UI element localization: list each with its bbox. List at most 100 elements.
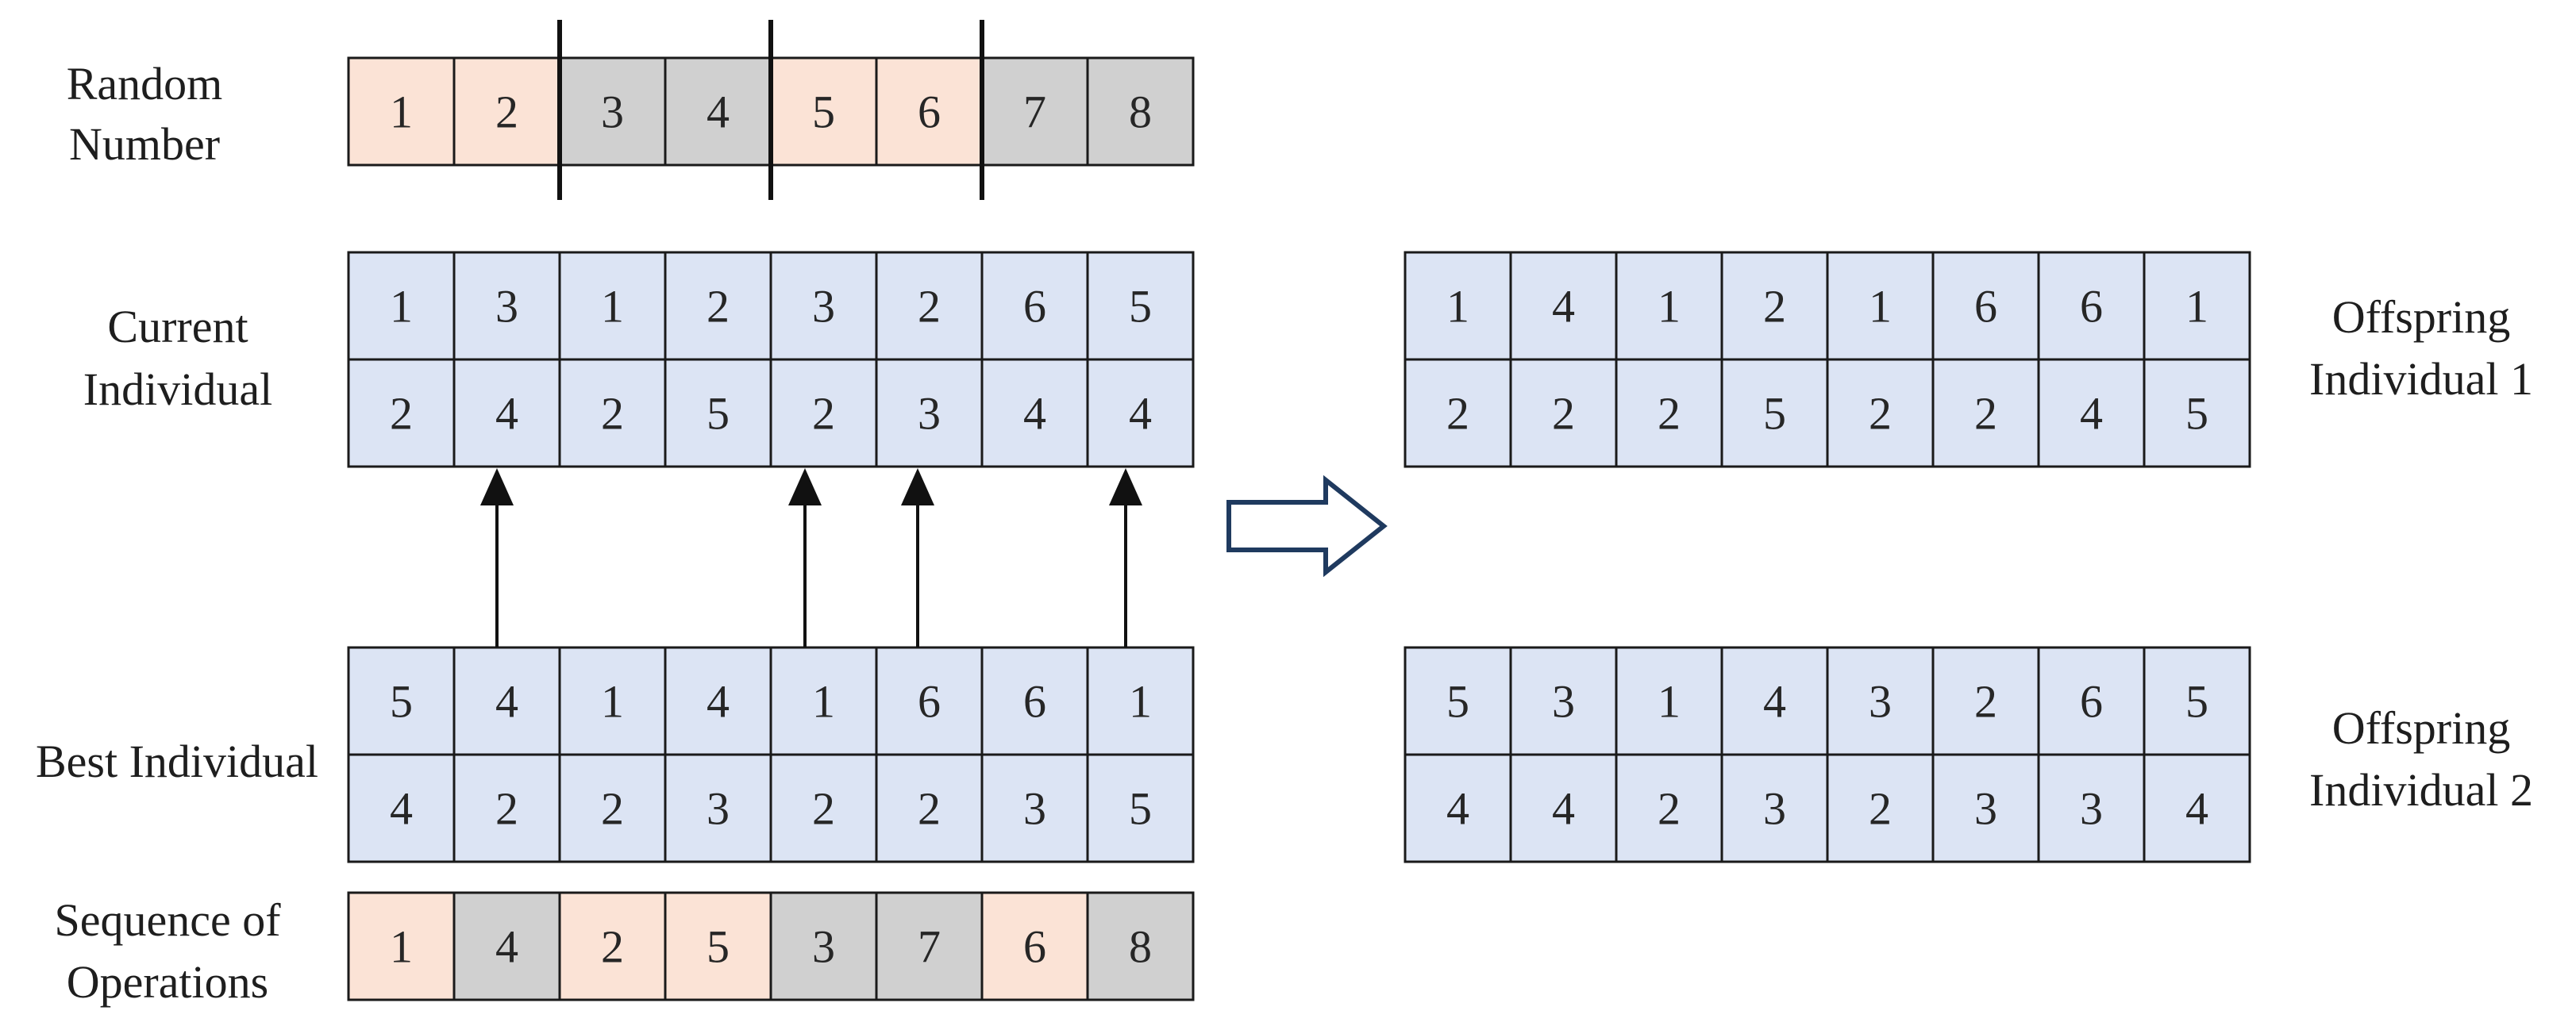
cell-value: 6 [918,676,941,728]
cell [769,753,878,863]
cell-value: 2 [601,388,624,440]
cell-value: 1 [1658,676,1681,728]
cell [347,753,456,863]
cell-value: 1 [601,676,624,728]
cell-value: 8 [1129,921,1152,973]
cell [558,646,667,756]
cell [1509,358,1618,468]
cell [347,891,456,1001]
cell-value: 6 [1023,921,1046,973]
cell-value: 4 [707,676,730,728]
cell-value: 3 [1552,676,1575,728]
cell [1615,251,1723,361]
offspring-1-label-line: Individual 1 [2309,353,2533,405]
cell-value: 6 [1023,676,1046,728]
cell-value: 5 [1446,676,1469,728]
cell [980,251,1089,361]
cell [452,358,561,468]
cell [769,891,878,1001]
cell-value: 1 [1129,676,1152,728]
cell [1615,358,1723,468]
cell-value: 5 [2185,676,2208,728]
cell [1404,753,1512,863]
cell-value: 8 [1129,86,1152,138]
cell-value: 2 [812,783,835,835]
cell [875,891,984,1001]
cell-value: 2 [1974,676,1997,728]
cell [2037,358,2146,468]
cell [1720,358,1829,468]
cell [1931,251,2040,361]
cell-value: 1 [1658,281,1681,332]
cell-value: 2 [495,783,518,835]
cell-value: 3 [1974,783,1997,835]
cell [769,56,878,167]
cell [1404,358,1512,468]
cell-value: 4 [1763,676,1786,728]
cell [1720,646,1829,756]
cell [1720,753,1829,863]
cell [347,56,456,167]
cell [1826,358,1935,468]
current-individual-label-line: Current [107,301,248,352]
cell [1086,358,1195,468]
cell [347,251,456,361]
cell-value: 5 [1763,388,1786,440]
transfer-arrowhead [480,468,514,505]
cell-value: 2 [1446,388,1469,440]
cell-value: 6 [918,86,941,138]
cell [1086,251,1195,361]
cell-value: 1 [1446,281,1469,332]
cell-value: 2 [495,86,518,138]
cell-value: 2 [918,783,941,835]
cell [1826,753,1935,863]
cell [1086,56,1195,167]
cell-value: 2 [1869,783,1892,835]
cell-value: 2 [918,281,941,332]
cell [769,646,878,756]
cell [2143,753,2251,863]
cell [558,358,667,468]
cell-value: 4 [495,676,518,728]
offspring-2-label-line: Individual 2 [2309,764,2533,816]
transfer-arrowhead [788,468,822,505]
cell-value: 3 [812,921,835,973]
cell-value: 3 [1869,676,1892,728]
random-number-label-line: Random [67,58,223,110]
cell-value: 2 [812,388,835,440]
cell [1404,646,1512,756]
cell-value: 1 [1869,281,1892,332]
cell-value: 5 [707,921,730,973]
cell [1931,646,2040,756]
cell-value: 2 [1869,388,1892,440]
cell [1931,753,2040,863]
sequence-of-operations-label-line: Sequence of [54,894,281,946]
sequence-of-operations-label-line: Operations [67,956,269,1008]
cell [452,56,561,167]
cell-value: 3 [918,388,941,440]
cell-value: 2 [601,921,624,973]
cell [2037,646,2146,756]
cell-value: 4 [1552,783,1575,835]
cell-value: 5 [812,86,835,138]
cell [1826,251,1935,361]
random-number-label-line: Number [69,118,220,170]
cell-value: 4 [1129,388,1152,440]
cell-value: 2 [707,281,730,332]
cell [1086,646,1195,756]
cell [1509,753,1618,863]
cell [875,358,984,468]
cell-value: 3 [1023,783,1046,835]
